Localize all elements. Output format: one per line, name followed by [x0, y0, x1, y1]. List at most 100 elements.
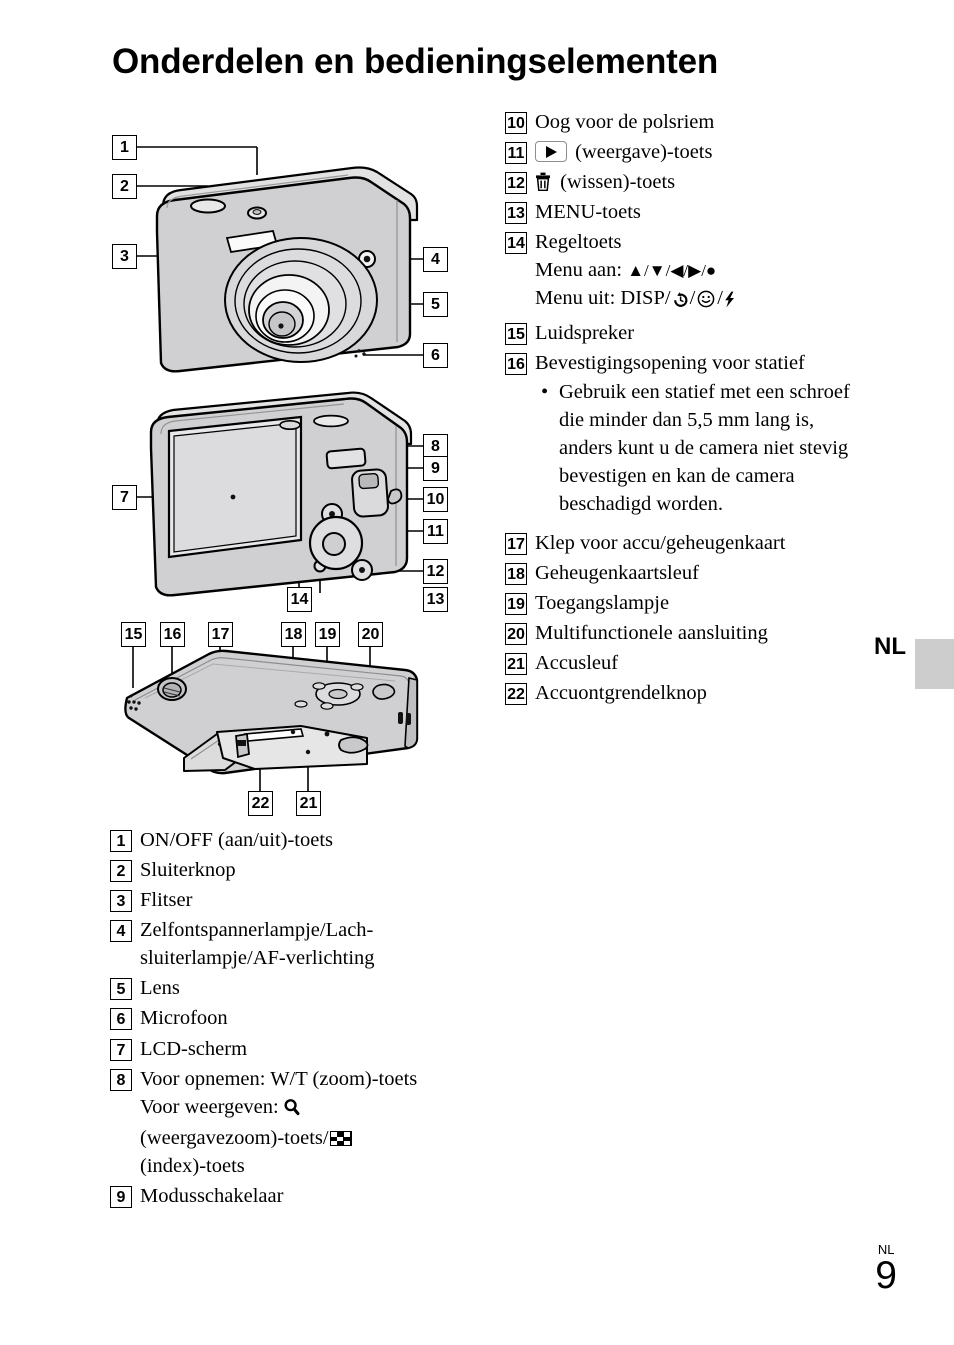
- view-zoom-suffix: (index)-toets: [140, 1154, 245, 1177]
- item-number: 14: [505, 232, 527, 255]
- list-item: 16 Bevestigingsopening voor statief: [505, 349, 905, 377]
- list-item: 19 Toegangslampje: [505, 589, 905, 617]
- page-footer: NL 9: [875, 1243, 897, 1297]
- language-tab-block: [915, 639, 954, 689]
- item-number: 9: [110, 1185, 132, 1208]
- item-number: 22: [505, 683, 527, 706]
- menu-on-keys: ▲/▼/◀/▶/●: [627, 261, 717, 281]
- index-icon: [329, 1130, 352, 1146]
- item-number: 3: [110, 890, 132, 913]
- trash-icon: [535, 172, 551, 192]
- item-number: 16: [505, 352, 527, 375]
- list-item: 1 ON/OFF (aan/uit)-toets: [110, 826, 490, 854]
- item-number: 2: [110, 860, 132, 883]
- item-number: 15: [505, 322, 527, 345]
- item-label: Microfoon: [140, 1007, 228, 1030]
- slash-1: /: [689, 287, 696, 310]
- callout-8: 8: [423, 434, 448, 459]
- item-label: Accuontgrendelknop: [535, 682, 707, 705]
- item-number: 10: [505, 112, 527, 134]
- bullet-marker: •: [541, 380, 549, 403]
- item-label: Toegangslampje: [535, 592, 670, 615]
- item-number: 11: [505, 142, 527, 165]
- item-number: 12: [505, 172, 527, 195]
- smile-shutter-icon: [697, 288, 715, 316]
- item-label: ON/OFF (aan/uit)-toets: [140, 829, 334, 851]
- item-label-text: (weergave)-toets: [575, 141, 713, 164]
- list-item: 17 Klep voor accu/geheugenkaart: [505, 529, 905, 557]
- item-number: 6: [110, 1008, 132, 1031]
- callout-16: 16: [160, 622, 185, 647]
- list-item: 18 Geheugenkaartsleuf: [505, 559, 905, 587]
- callout-18: 18: [281, 622, 306, 647]
- callout-3: 3: [112, 244, 137, 269]
- item-label: Oog voor de polsriem: [535, 111, 715, 133]
- item-number: 20: [505, 623, 527, 646]
- view-zoom-prefix: Voor weergeven:: [140, 1095, 279, 1118]
- item-number: 18: [505, 563, 527, 586]
- callout-11: 11: [423, 519, 448, 544]
- item-number: 17: [505, 533, 527, 556]
- callout-10: 10: [423, 487, 448, 512]
- item-number: 5: [110, 978, 132, 1001]
- camera-rear-view: 8 9 10 11 12 13 14 7: [105, 388, 455, 616]
- list-item: 10 Oog voor de polsriem: [505, 108, 905, 136]
- page-title: Onderdelen en bedieningselementen: [112, 42, 719, 81]
- parts-list-right: 10 Oog voor de polsriem 11 (weergave)-to…: [505, 108, 905, 710]
- callout-22: 22: [248, 791, 273, 816]
- callout-20: 20: [358, 622, 383, 647]
- callout-6: 6: [423, 343, 448, 368]
- item-label: Geheugenkaartsleuf: [535, 562, 699, 585]
- item-label: Flitser: [140, 889, 193, 912]
- callout-14: 14: [287, 587, 312, 612]
- item-label-text: Voor opnemen: W/T (zoom)-toets: [140, 1067, 418, 1090]
- list-item: 4 Zelfontspannerlampje/Lach-sluiterlampj…: [110, 916, 490, 972]
- item-label: LCD-scherm: [140, 1037, 248, 1060]
- menu-off-keys-text: DISP/: [620, 287, 671, 310]
- item-number: 4: [110, 920, 132, 943]
- callout-1: 1: [112, 135, 137, 160]
- parts-list-left: 1 ON/OFF (aan/uit)-toets 2 Sluiterknop 3…: [110, 826, 490, 1212]
- callout-17: 17: [208, 622, 233, 647]
- callout-13: 13: [423, 587, 448, 612]
- tripod-note: • Gebruik een statief met een schroef di…: [541, 378, 905, 518]
- magnifier-icon: [283, 1096, 300, 1124]
- play-icon: [535, 141, 567, 163]
- menu-off-label: Menu uit:: [535, 287, 616, 310]
- item-label: Multifunctionele aansluiting: [535, 622, 768, 645]
- list-item: 6 Microfoon: [110, 1004, 490, 1032]
- list-item: 13 MENU-toets: [505, 198, 905, 226]
- list-item: 7 LCD-scherm: [110, 1035, 490, 1063]
- flash-icon: [724, 288, 736, 316]
- item-label: Zelfontspannerlampje/Lach-sluiterlampje/…: [140, 919, 375, 970]
- item-label: Regeltoets Menu aan: ▲/▼/◀/▶/● Menu uit:…: [535, 228, 737, 316]
- menu-on-label: Menu aan:: [535, 259, 623, 282]
- callout-4: 4: [423, 247, 448, 272]
- callout-9: 9: [423, 456, 448, 481]
- slash-2: /: [717, 287, 723, 310]
- item-label-text: (wissen)-toets: [560, 171, 676, 194]
- list-item: 9 Modusschakelaar: [110, 1182, 490, 1210]
- callout-5: 5: [423, 292, 448, 317]
- callout-19: 19: [315, 622, 340, 647]
- item-number: 1: [110, 830, 132, 852]
- item-number: 21: [505, 653, 527, 676]
- item-label: (weergave)-toets: [535, 138, 712, 166]
- footer-language: NL: [877, 1242, 895, 1258]
- item-number: 7: [110, 1038, 132, 1061]
- list-item: 12 (wissen)-toets: [505, 168, 905, 196]
- item-label: Voor opnemen: W/T (zoom)-toets Voor weer…: [140, 1065, 417, 1180]
- item-number: 8: [110, 1068, 132, 1091]
- callout-12: 12: [423, 559, 448, 584]
- item-label-text: Regeltoets: [535, 231, 622, 254]
- self-timer-icon: [672, 288, 689, 316]
- item-label: Lens: [140, 977, 180, 1000]
- item-label: Sluiterknop: [140, 859, 236, 882]
- list-item: 15 Luidspreker: [505, 319, 905, 347]
- list-item: 20 Multifunctionele aansluiting: [505, 619, 905, 647]
- page-number: 9: [875, 1254, 897, 1298]
- list-item: 21 Accusleuf: [505, 649, 905, 677]
- callout-7: 7: [112, 485, 137, 510]
- callout-21: 21: [296, 791, 321, 816]
